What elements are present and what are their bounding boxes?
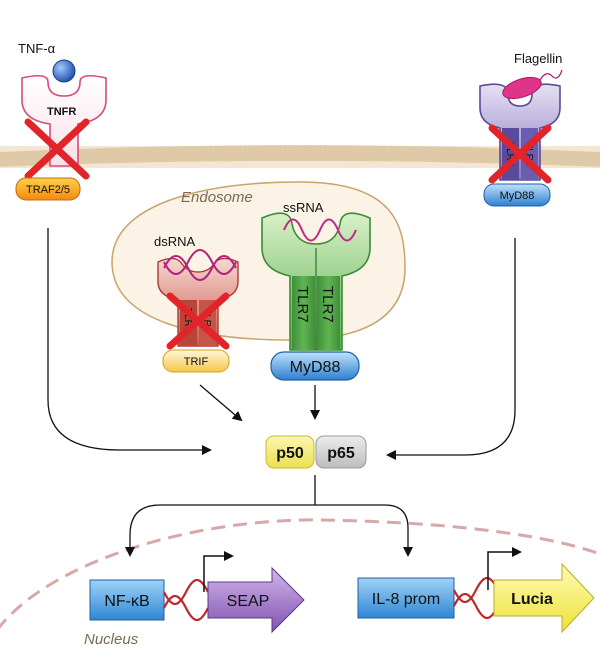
dsrna-ligand — [163, 255, 237, 281]
il8-promoter-box — [357, 577, 455, 619]
ssrna-ligand — [283, 218, 357, 242]
p65-label: p65 — [327, 445, 355, 462]
dna-helix-2 — [453, 576, 499, 604]
traf-adaptor — [15, 177, 81, 201]
myd88-large-label: MyD88 — [290, 359, 341, 376]
tlr5-label-b: TLR5 — [523, 142, 534, 167]
lucia-reporter-construct: IL-8 prom Lucia — [357, 547, 595, 634]
arrow-nfkb-to-il8 — [315, 504, 413, 557]
ssrna-label: ssRNA — [283, 200, 324, 215]
flagellin-label: Flagellin — [514, 51, 562, 66]
signaling-arrows — [47, 228, 516, 557]
nucleus-label: Nucleus — [84, 631, 139, 648]
il8-promoter-label: IL-8 prom — [372, 591, 440, 608]
lucia-gene-arrow — [493, 562, 595, 634]
arrow-trif-to-nfkb — [199, 384, 243, 422]
tlr5-blocked-cross-icon — [488, 124, 552, 184]
seap-tss-arrow — [203, 551, 234, 592]
nuclear-envelope — [0, 518, 600, 629]
arrow-tlr5-to-nfkb — [386, 238, 516, 460]
tlr7-label-b: TLR7 — [319, 286, 336, 323]
dsrna-label: dsRNA — [154, 234, 196, 249]
p65-subunit — [315, 435, 367, 469]
flagellin-ligand — [502, 69, 563, 100]
traf-label: TRAF2/5 — [26, 184, 70, 196]
tlr7-label-a: TLR7 — [294, 286, 311, 323]
myd88-large-adaptor — [270, 351, 360, 381]
seap-reporter-construct: NF-κB SEAP — [89, 551, 305, 634]
seap-label: SEAP — [227, 593, 270, 610]
dna-helix-1 — [163, 578, 209, 606]
tlr5-receptor: Flagellin TLR5 TLR5 MyD88 — [479, 51, 563, 207]
tnf-alpha-label: TNF-α — [18, 41, 56, 56]
arrow-nfkb-to-seap — [130, 475, 316, 555]
tlr5-label-a: TLR5 — [504, 142, 515, 167]
tnfr-receptor: TNF-α TNFR TRAF2/5 — [15, 41, 107, 201]
nfkb-promoter-label: NF-κB — [104, 593, 149, 610]
arrow-traf-to-nfkb — [47, 228, 212, 455]
seap-gene-arrow — [207, 566, 305, 634]
myd88-small-label: MyD88 — [500, 190, 535, 202]
p50-subunit — [265, 435, 315, 469]
tlr3-label-b: TLR3 — [201, 308, 212, 333]
nfkb-promoter-box — [89, 579, 165, 621]
tlr3-label-a: TLR3 — [182, 308, 193, 333]
nfkb-dimer: p50 p65 — [265, 435, 367, 469]
endosome-label: Endosome — [181, 189, 253, 206]
tnfr-label: TNFR — [47, 106, 76, 118]
tlr3-blocked-cross-icon — [166, 292, 230, 350]
trif-label: TRIF — [184, 356, 209, 368]
tlr3-receptor: dsRNA TLR3 TLR3 TRIF — [154, 234, 239, 373]
tnfr-blocked-cross-icon — [24, 118, 90, 180]
lucia-tss-arrow — [487, 547, 522, 590]
lucia-label: Lucia — [511, 591, 553, 608]
p50-label: p50 — [276, 445, 304, 462]
tlr7-receptor: ssRNA TLR7 TLR7 MyD88 — [261, 200, 371, 381]
myd88-small-adaptor — [483, 183, 551, 207]
tnf-alpha-ligand — [52, 59, 76, 83]
trif-adaptor — [162, 349, 230, 373]
